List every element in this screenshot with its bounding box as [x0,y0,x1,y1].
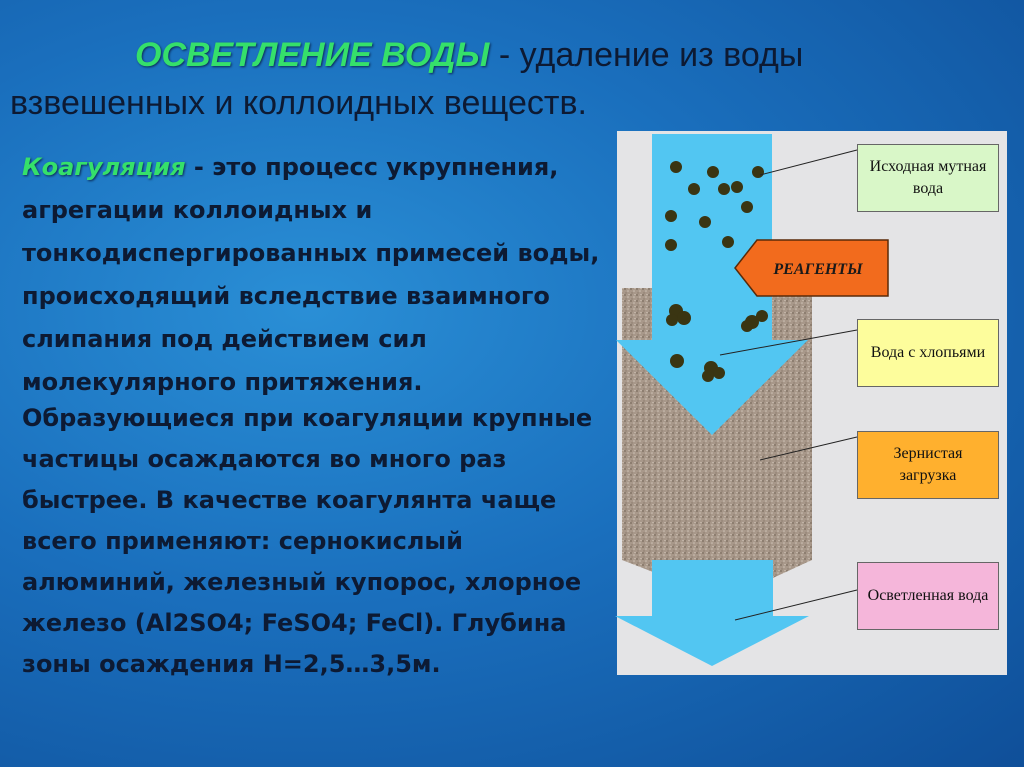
title-line2: взвешенных и коллоидных веществ. [10,84,587,122]
slide-title: ОСВЕТЛЕНИЕ ВОДЫ - удаление из воды [135,36,1015,75]
label-raw-water: Исходная мутная вода [857,144,999,212]
coagulant-paragraph: Образующиеся при коагуляции крупные част… [22,404,593,678]
definition-text: - это процесс укрупнения, агрегации колл… [22,153,600,396]
definition-paragraph: Коагуляция - это процесс укрупнения, агр… [22,146,602,404]
label-granular-load: Зернистая загрузка [857,431,999,499]
definition-term: Коагуляция [22,153,186,181]
label-clarified-water: Осветленная вода [857,562,999,630]
title-rest: - удаление из воды [489,36,804,74]
title-term: ОСВЕТЛЕНИЕ ВОДЫ [135,36,490,74]
label-water-flocs: Вода с хлопьями [857,319,999,387]
